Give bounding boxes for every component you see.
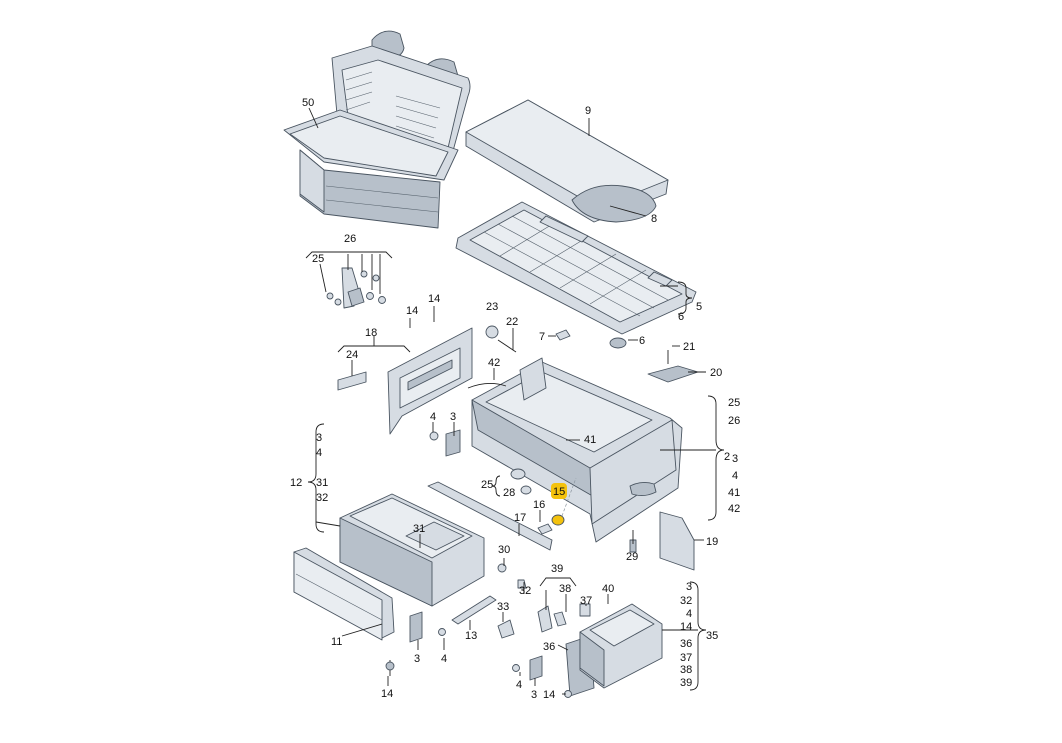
callout-label-c14a: 14 xyxy=(406,305,418,317)
callout-label-c42r: 42 xyxy=(728,503,740,515)
callout-label-c11: 11 xyxy=(331,636,342,648)
leader-lines xyxy=(305,107,725,695)
callout-label-c42: 42 xyxy=(488,357,500,369)
callout-label-c26b: 26 xyxy=(728,415,740,427)
callout-label-c4a: 4 xyxy=(430,411,436,423)
callout-label-c41: 41 xyxy=(584,434,596,446)
bracket-assembly xyxy=(326,267,386,309)
callout-labels: 50 9 8 26 25 5 6 14 14 23 22 7 6 21 18 2… xyxy=(290,97,740,701)
bench-seat xyxy=(283,30,471,229)
callout-label-c3a: 3 xyxy=(450,411,456,423)
callout-label-c31: 31 xyxy=(413,523,425,535)
callout-label-c14s: 14 xyxy=(680,621,692,633)
callout-label-c39: 39 xyxy=(551,563,563,575)
callout-label-c15: 15 xyxy=(553,486,565,498)
callout-label-c32s: 32 xyxy=(680,595,692,607)
callout-label-c29: 29 xyxy=(626,551,638,563)
callout-label-c35: 35 xyxy=(706,630,718,642)
callout-label-c38s: 38 xyxy=(680,664,692,676)
callout-label-c6a: 6 xyxy=(678,311,684,323)
callout-label-c37s: 37 xyxy=(680,652,692,664)
callout-label-c22: 22 xyxy=(506,316,518,328)
callout-label-c20: 20 xyxy=(710,367,722,379)
seat-frame-grid xyxy=(455,201,697,335)
fasteners xyxy=(429,325,699,535)
callout-label-c12: 12 xyxy=(290,477,302,489)
callout-label-c26: 26 xyxy=(344,233,356,245)
callout-label-c17: 17 xyxy=(514,512,526,524)
seat-cushion-panel xyxy=(465,99,669,223)
callout-label-c25b: 25 xyxy=(728,397,740,409)
callout-label-c7: 7 xyxy=(539,331,545,343)
callout-label-c4l: 4 xyxy=(316,447,322,459)
callout-label-c4s: 4 xyxy=(686,608,692,620)
callout-label-c3s: 3 xyxy=(686,581,692,593)
callout-label-c9: 9 xyxy=(585,105,591,117)
callout-label-c36s: 36 xyxy=(680,638,692,650)
callout-label-c4b: 4 xyxy=(441,653,447,665)
callout-label-c5: 5 xyxy=(696,301,702,313)
callout-label-c39s: 39 xyxy=(680,677,692,689)
callout-label-c3r: 3 xyxy=(732,453,738,465)
callout-label-c36: 36 xyxy=(543,641,555,653)
callout-label-c6b: 6 xyxy=(639,335,645,347)
callout-label-c41r: 41 xyxy=(728,487,740,499)
callout-label-c30: 30 xyxy=(498,544,510,556)
side-panel xyxy=(337,327,473,435)
small-drawer xyxy=(579,603,663,689)
callout-label-c28: 28 xyxy=(503,487,515,499)
rail xyxy=(427,481,553,551)
callout-label-c50: 50 xyxy=(302,97,314,109)
callout-label-c2: 2 xyxy=(724,451,730,463)
callout-label-c23: 23 xyxy=(486,301,498,313)
callout-label-c32: 32 xyxy=(519,585,531,597)
drawer-box xyxy=(339,493,485,607)
highlighted-part-15 xyxy=(551,514,565,526)
callout-label-c3l: 3 xyxy=(316,432,322,444)
callout-label-c25a: 25 xyxy=(312,253,324,265)
callout-label-c33: 33 xyxy=(497,601,509,613)
callout-label-c14c: 14 xyxy=(543,689,555,701)
side-cover xyxy=(629,511,695,571)
callout-label-c40: 40 xyxy=(602,583,614,595)
callout-label-c19: 19 xyxy=(706,536,718,548)
callout-label-c4r: 4 xyxy=(732,470,738,482)
callout-label-c4c: 4 xyxy=(516,679,522,691)
callout-label-c8: 8 xyxy=(651,213,657,225)
callout-label-c32l: 32 xyxy=(316,492,328,504)
callout-label-c25c: 25 xyxy=(481,479,493,491)
callout-label-c14b: 14 xyxy=(428,293,440,305)
callout-label-c16: 16 xyxy=(533,499,545,511)
callout-label-c3b: 3 xyxy=(414,653,420,665)
callout-label-c14d: 14 xyxy=(381,688,393,700)
callout-label-c3c: 3 xyxy=(531,689,537,701)
callout-label-c18: 18 xyxy=(365,327,377,339)
callout-label-c24: 24 xyxy=(346,349,358,361)
main-frame xyxy=(471,357,683,543)
callout-label-c21: 21 xyxy=(683,341,695,353)
callout-label-c37: 37 xyxy=(580,595,592,607)
callout-label-c38: 38 xyxy=(559,583,571,595)
highlight-marker xyxy=(551,483,567,499)
callout-label-c31l: 31 xyxy=(316,477,328,489)
callout-label-c13: 13 xyxy=(465,630,477,642)
front-panel xyxy=(293,547,395,676)
